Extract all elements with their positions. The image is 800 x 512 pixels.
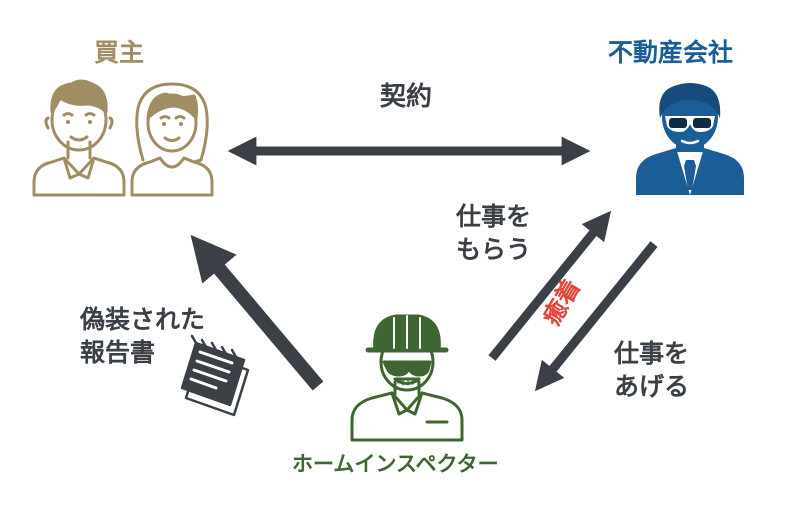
agency-label: 不動産会社 (608, 38, 734, 67)
give-work-arrow (534, 241, 658, 392)
agent-with-sunglasses-icon (636, 83, 744, 195)
inspector-with-helmet-icon (350, 314, 464, 442)
buyer-label: 買主 (94, 38, 145, 67)
get-work-arrow (488, 210, 612, 361)
fake-report-line2: 報告書 (80, 338, 156, 367)
inspector-label: ホームインスペクター (292, 452, 499, 476)
report-document-icon (180, 334, 250, 417)
contract-label: 契約 (380, 82, 433, 112)
woman-icon (130, 82, 214, 197)
get-work-label: 仕事を もらう (456, 200, 531, 266)
man-icon (32, 79, 126, 197)
report-arrow (190, 234, 324, 391)
give-work-line1: 仕事を (614, 339, 690, 368)
give-work-line2: あげる (614, 372, 690, 401)
get-work-line2: もらう (456, 235, 532, 264)
get-work-line1: 仕事を (456, 202, 532, 231)
give-work-label: 仕事を あげる (614, 337, 689, 403)
fake-report-line1: 偽装された (80, 305, 206, 334)
fake-report-label: 偽装された 報告書 (80, 303, 205, 369)
